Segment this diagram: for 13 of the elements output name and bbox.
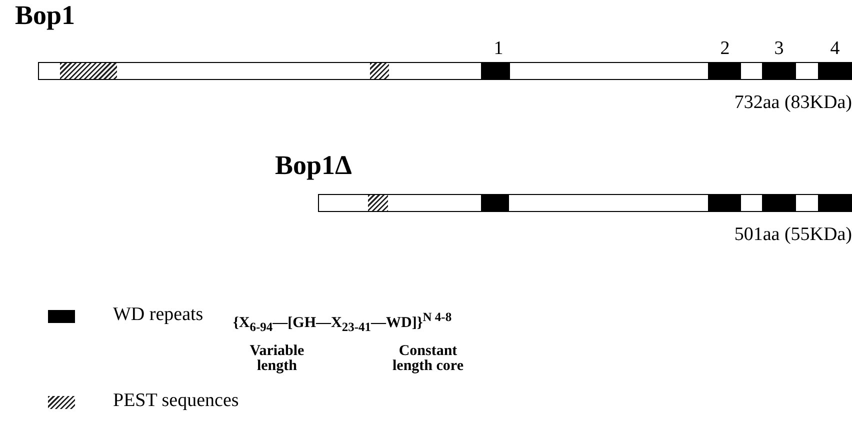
repeat-number: 1 [492, 38, 504, 60]
protein-length: 501aa (55KDa) [734, 224, 852, 246]
protein-name: Bop1 [15, 0, 76, 31]
formula-annotation: Variable length [248, 344, 306, 374]
legend-label: PEST sequences [113, 390, 239, 412]
protein-length: 732aa (83KDa) [734, 92, 852, 114]
sequence-formula: {X$_{6-94}$—[GH—X$_{23-41}$—WD]}$^{N 4-8}$ [233, 310, 452, 335]
protein-name: Bop1Δ [275, 150, 352, 181]
legend-label: WD repeats [113, 304, 204, 326]
repeat-number: 2 [719, 38, 731, 60]
repeat-number: 4 [829, 38, 841, 60]
formula-annotation: Constant length core [392, 344, 464, 374]
repeat-number: 3 [773, 38, 785, 60]
